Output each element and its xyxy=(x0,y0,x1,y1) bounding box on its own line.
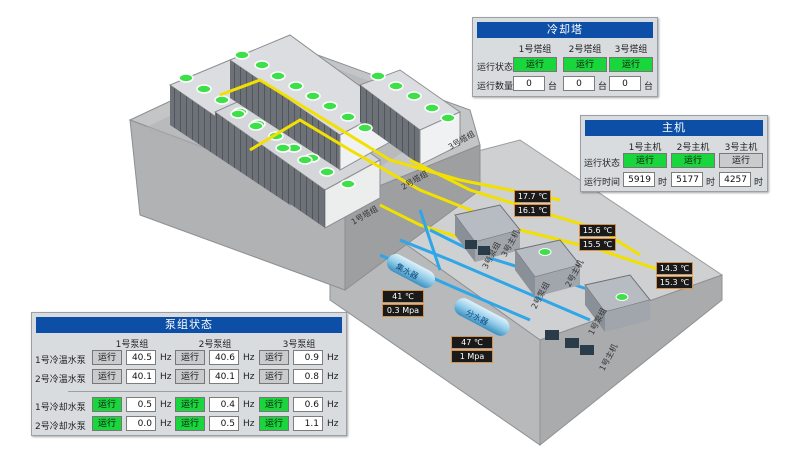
pump-row-label: 1号冷却水泵 xyxy=(35,403,86,413)
pump-status: 运行 xyxy=(259,369,289,384)
tower-fans xyxy=(178,50,456,189)
host-2-status: 运行 xyxy=(671,153,715,168)
pump-frequency-unit: Hz xyxy=(160,419,172,429)
host-2-time: 5177 xyxy=(671,172,703,187)
pump-status: 运行 xyxy=(175,350,205,365)
tank-1 xyxy=(386,254,436,288)
tower-3-count-unit: 台 xyxy=(644,82,654,92)
host-3-time: 4257 xyxy=(719,172,751,187)
pump-frequency: 40.1 xyxy=(126,369,156,384)
pump-frequency-unit: Hz xyxy=(327,419,339,429)
pump-separator xyxy=(68,391,342,392)
tower-1-count: 0 xyxy=(513,76,545,91)
host-1-status: 运行 xyxy=(623,153,667,168)
tower-3-status: 运行 xyxy=(609,57,653,72)
pump-frequency-unit: Hz xyxy=(243,372,255,382)
tower-2-status: 运行 xyxy=(563,57,607,72)
pump-frequency: 40.6 xyxy=(209,350,239,365)
tower-col-3: 3号塔组 xyxy=(614,45,648,55)
host-1-time-unit: 时 xyxy=(658,178,668,188)
cooling-tower-panel: 冷却塔 1号塔组 2号塔组 3号塔组 运行状态 运行 运行 运行 运行数量 0 … xyxy=(472,17,658,97)
tower-col-1: 1号塔组 xyxy=(518,45,552,55)
host-title: 主机 xyxy=(585,120,763,136)
pump-status: 运行 xyxy=(92,416,122,431)
host-col-1: 1号主机 xyxy=(628,143,662,153)
tower-1-count-unit: 台 xyxy=(548,82,558,92)
pump-frequency-unit: Hz xyxy=(327,353,339,363)
temp-tag-4: 15.5 ℃ xyxy=(579,238,616,251)
host-time-label: 运行时间 xyxy=(584,178,621,188)
pump-status: 运行 xyxy=(259,350,289,365)
pump-col-1: 1号泵组 xyxy=(115,340,149,350)
pump-col-3: 3号泵组 xyxy=(282,340,316,350)
pump-status: 运行 xyxy=(259,397,289,412)
tower-1-status: 运行 xyxy=(513,57,557,72)
pump-frequency-unit: Hz xyxy=(327,372,339,382)
pump-status: 运行 xyxy=(259,416,289,431)
pump-frequency: 40.1 xyxy=(209,369,239,384)
pump-row-label: 1号冷温水泵 xyxy=(35,356,86,366)
tower-3-count: 0 xyxy=(609,76,641,91)
pump-frequency-unit: Hz xyxy=(243,353,255,363)
host-col-2: 2号主机 xyxy=(676,143,710,153)
temp-tag-1: 17.7 ℃ xyxy=(514,190,551,203)
tank-2 xyxy=(454,298,510,336)
host-3-status: 运行 xyxy=(719,153,763,168)
temp-tag-2: 16.1 ℃ xyxy=(514,204,551,217)
pump-row-label: 2号冷却水泵 xyxy=(35,422,86,432)
pump-status: 运行 xyxy=(175,416,205,431)
pump-status: 运行 xyxy=(92,369,122,384)
pump-status: 运行 xyxy=(175,397,205,412)
pump-frequency-unit: Hz xyxy=(160,353,172,363)
cooling-tower-title: 冷却塔 xyxy=(477,22,653,38)
pump-frequency: 0.4 xyxy=(209,397,239,412)
tower-2-count-unit: 台 xyxy=(598,82,608,92)
pump-frequency: 0.6 xyxy=(293,397,323,412)
pump-frequency: 0.5 xyxy=(209,416,239,431)
tower-status-label: 运行状态 xyxy=(477,63,514,73)
pump-frequency-unit: Hz xyxy=(327,400,339,410)
pump-frequency-unit: Hz xyxy=(243,419,255,429)
pump-status: 运行 xyxy=(92,350,122,365)
pump-frequency-unit: Hz xyxy=(243,400,255,410)
tank-1-temp-tag: 41 ℃ xyxy=(382,290,424,303)
tower-col-2: 2号塔组 xyxy=(568,45,602,55)
host-1-time: 5919 xyxy=(623,172,655,187)
temp-tag-6: 15.3 ℃ xyxy=(656,276,693,289)
pump-status: 运行 xyxy=(175,369,205,384)
host-status-label: 运行状态 xyxy=(584,159,621,169)
pump-frequency: 1.1 xyxy=(293,416,323,431)
host-3-time-unit: 时 xyxy=(754,178,764,188)
temp-tag-3: 15.6 ℃ xyxy=(579,224,616,237)
tower-count-label: 运行数量 xyxy=(477,82,514,92)
pump-frequency: 0.9 xyxy=(293,350,323,365)
tank-1-press-tag: 0.3 Mpa xyxy=(382,304,424,317)
tower-2-count: 0 xyxy=(563,76,595,91)
pump-frequency-unit: Hz xyxy=(160,372,172,382)
pump-status: 运行 xyxy=(92,397,122,412)
chiller-units xyxy=(454,204,651,332)
pump-col-2: 2号泵组 xyxy=(198,340,232,350)
host-panel: 主机 1号主机 2号主机 3号主机 运行状态 运行 运行 运行 运行时间 591… xyxy=(580,115,768,192)
tank-2-press-tag: 1 Mpa xyxy=(451,350,493,363)
host-2-time-unit: 时 xyxy=(706,178,716,188)
pump-frequency: 0.5 xyxy=(126,397,156,412)
host-col-3: 3号主机 xyxy=(724,143,758,153)
pump-frequency: 0.0 xyxy=(126,416,156,431)
pump-units xyxy=(465,240,594,355)
pump-frequency: 0.8 xyxy=(293,369,323,384)
pump-row-label: 2号冷温水泵 xyxy=(35,375,86,385)
pump-frequency: 40.5 xyxy=(126,350,156,365)
pump-title: 泵组状态 xyxy=(36,317,342,333)
tank-2-temp-tag: 47 ℃ xyxy=(451,336,493,349)
temp-tag-5: 14.3 ℃ xyxy=(656,262,693,275)
pump-frequency-unit: Hz xyxy=(160,400,172,410)
